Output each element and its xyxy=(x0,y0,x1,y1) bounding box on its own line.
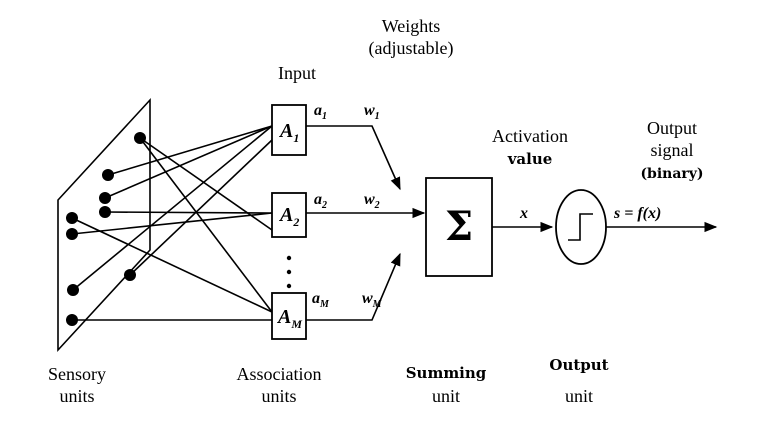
activation-a1: a1 xyxy=(314,102,327,122)
output-unit-label: Output xyxy=(549,356,608,374)
output-signal-label: Output xyxy=(647,118,697,138)
input-label: Input xyxy=(278,63,316,83)
summing-unit-label: Summing xyxy=(406,364,487,382)
sigma-symbol: Σ xyxy=(445,203,473,250)
summing-unit: Σ xyxy=(425,177,493,277)
sensory-dot xyxy=(124,269,136,281)
sensory-plane xyxy=(57,97,151,353)
association-unit-m: AM xyxy=(271,292,307,340)
weighted-connections xyxy=(306,125,426,321)
sensory-dots xyxy=(66,132,146,326)
activation-am: aM xyxy=(312,290,330,310)
sensory-units-label-sub: units xyxy=(59,386,94,406)
activation-label: Activation xyxy=(492,126,568,146)
output-unit-label-sub: unit xyxy=(565,386,593,406)
step-function-icon xyxy=(568,213,593,241)
output-signal-label-2: signal xyxy=(651,140,694,160)
sensory-dot xyxy=(99,192,111,204)
sensory-dot xyxy=(102,169,114,181)
sensory-connections xyxy=(71,125,273,321)
output-formula: s = f(x) xyxy=(613,205,661,222)
summing-unit-label-sub: unit xyxy=(432,386,460,406)
svg-text:A1: A1 xyxy=(278,120,299,145)
ellipsis-dots xyxy=(286,255,292,289)
weight-w1: w1 xyxy=(364,102,380,122)
output-signal-label-3: (binary) xyxy=(640,166,703,182)
association-unit-1: A1 xyxy=(271,104,307,156)
sensory-dot xyxy=(66,212,78,224)
output-unit xyxy=(555,189,607,265)
association-units-label: Association xyxy=(237,364,322,384)
sensory-units-label: Sensory xyxy=(48,364,106,384)
sensory-dot xyxy=(67,284,79,296)
association-units-label-sub: units xyxy=(261,386,296,406)
sensory-dot xyxy=(134,132,146,144)
svg-text:A2: A2 xyxy=(278,204,299,229)
x-label: x xyxy=(519,205,528,222)
svg-text:AM: AM xyxy=(276,306,302,331)
activation-label-sub: value xyxy=(507,150,553,168)
sensory-dot xyxy=(66,314,78,326)
weight-w2: w2 xyxy=(364,191,380,211)
weights-label-sub: (adjustable) xyxy=(369,38,454,59)
association-unit-2: A2 xyxy=(271,192,307,238)
sensory-dot xyxy=(99,206,111,218)
sensory-dot xyxy=(66,228,78,240)
weight-wm: wM xyxy=(362,290,383,310)
weights-label: Weights xyxy=(382,16,441,36)
activation-a2: a2 xyxy=(314,191,327,211)
